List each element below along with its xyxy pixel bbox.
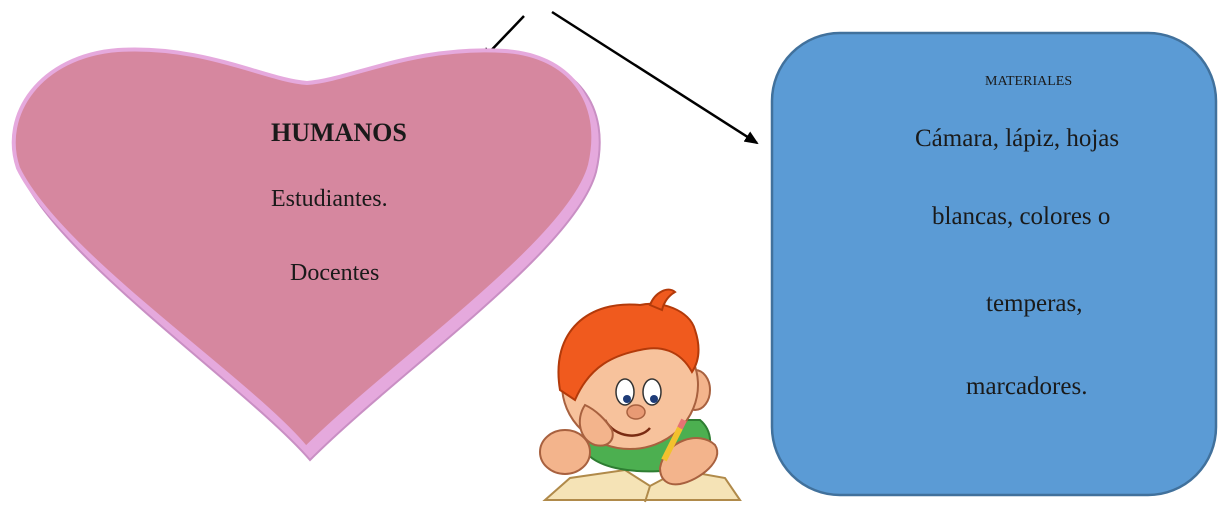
materiales-line-3: temperas, (986, 290, 1083, 317)
materials-box (770, 31, 1218, 497)
materiales-title: MATERIALES (985, 74, 1073, 89)
humanos-item-estudiantes: Estudiantes. (271, 186, 388, 212)
materiales-line-1: Cámara, lápiz, hojas (915, 125, 1120, 152)
boy-studying-illustration (539, 288, 742, 503)
humanos-item-docentes: Docentes (290, 260, 380, 286)
materiales-line-2: blancas, colores o (932, 203, 1111, 230)
humanos-title: HUMANOS (271, 118, 407, 147)
materiales-line-4: marcadores. (966, 373, 1088, 400)
arrow-to-materiales (551, 10, 759, 145)
heart-shape (11, 47, 596, 451)
